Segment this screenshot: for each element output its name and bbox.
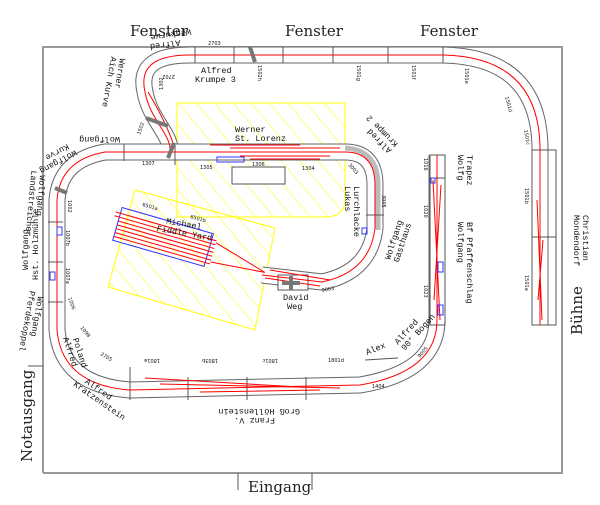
label-owner: Alfred [149, 37, 181, 51]
module-number: 3005 [380, 195, 386, 208]
label-owner: Alfred [201, 66, 232, 76]
module-number: 1801d [328, 358, 344, 364]
module-number: 1502h [256, 65, 262, 81]
module-number: 1801c [262, 357, 278, 363]
window-label-1: Fenster [130, 22, 189, 40]
label-name: Lukas [342, 186, 352, 212]
module-number: 6501b [189, 214, 206, 224]
rails [56, 54, 544, 393]
label-name: Mondendorf [571, 215, 581, 266]
label-name: Groß Höllenstein [218, 406, 300, 416]
label-name: Weg [287, 302, 302, 312]
module-number: 2703 [208, 41, 221, 47]
label-owner: Christian [580, 215, 590, 261]
label-name: Hst. Holzmühle [31, 209, 41, 280]
mondendorf-box [531, 149, 557, 326]
label-owner: Wolfg [455, 155, 465, 181]
entrance-label: Eingang [248, 478, 312, 496]
bridges [54, 46, 300, 290]
fiddle-yard [112, 206, 266, 273]
label-owner: Werner [235, 125, 266, 135]
module-number: 3003 [346, 162, 359, 176]
module-number: 6501a [141, 202, 158, 212]
station-building [231, 166, 286, 185]
module-number: 1007a [64, 268, 70, 284]
module-number: 1501a [523, 275, 529, 291]
module-number: 1002 [66, 200, 72, 213]
hatched-area-fiddle [107, 189, 276, 331]
module-number: 1501b [523, 188, 529, 204]
module-number: 1501d [503, 96, 513, 113]
label-owner: Wolfgang [21, 229, 31, 270]
module-number: 1007b [64, 230, 70, 246]
module-number: 1501c [522, 129, 531, 146]
label-name: Trapez [464, 155, 474, 186]
module-number: 1305 [200, 165, 213, 171]
label-owner: Franz V. [234, 415, 275, 425]
module-number: 1501f [410, 65, 416, 80]
label-owner: Wolfgang [455, 222, 465, 263]
module-number: 1023 [422, 285, 428, 298]
module-number: 1006 [66, 297, 76, 311]
module-number: 1502 [136, 122, 146, 136]
module-number: 1304 [302, 166, 315, 172]
stage-label: Bühne [568, 286, 586, 335]
module-number: 9003 [321, 286, 335, 294]
label-owner: Alex [364, 341, 387, 358]
module-joints [48, 47, 556, 400]
label-owner: Lurchlacke [351, 186, 361, 237]
module-number: 1306 [252, 162, 265, 168]
label-name: St. Lorenz [235, 134, 286, 144]
module-number: 1404 [372, 384, 385, 390]
module-number: 2705 [99, 352, 113, 364]
module-number: 1302 [159, 77, 165, 90]
window-label-3: Fenster [420, 22, 479, 40]
module-number: 1801a [144, 357, 160, 363]
label-name: Krumpe 3 [195, 75, 236, 85]
module-number: 1501e [463, 68, 469, 84]
module-number: 1016 [422, 158, 428, 171]
module-number: 1020 [422, 205, 428, 218]
module-number: 2702 [162, 73, 175, 79]
signal-blocks [49, 156, 444, 316]
room-walls [42, 46, 563, 474]
window-label-2: Fenster [285, 22, 344, 40]
module-number: 1803b [202, 357, 218, 363]
emergency-exit-label: Notausgang [18, 369, 36, 462]
label-owner: David [283, 293, 309, 303]
label-owner: Wolfgang [79, 134, 120, 144]
label-owner: Wolfgang [33, 175, 47, 217]
module-number: 1307 [142, 161, 155, 167]
module-number: 1501g [355, 65, 361, 81]
label-name: Bf Pfaffenschlag [464, 222, 474, 304]
